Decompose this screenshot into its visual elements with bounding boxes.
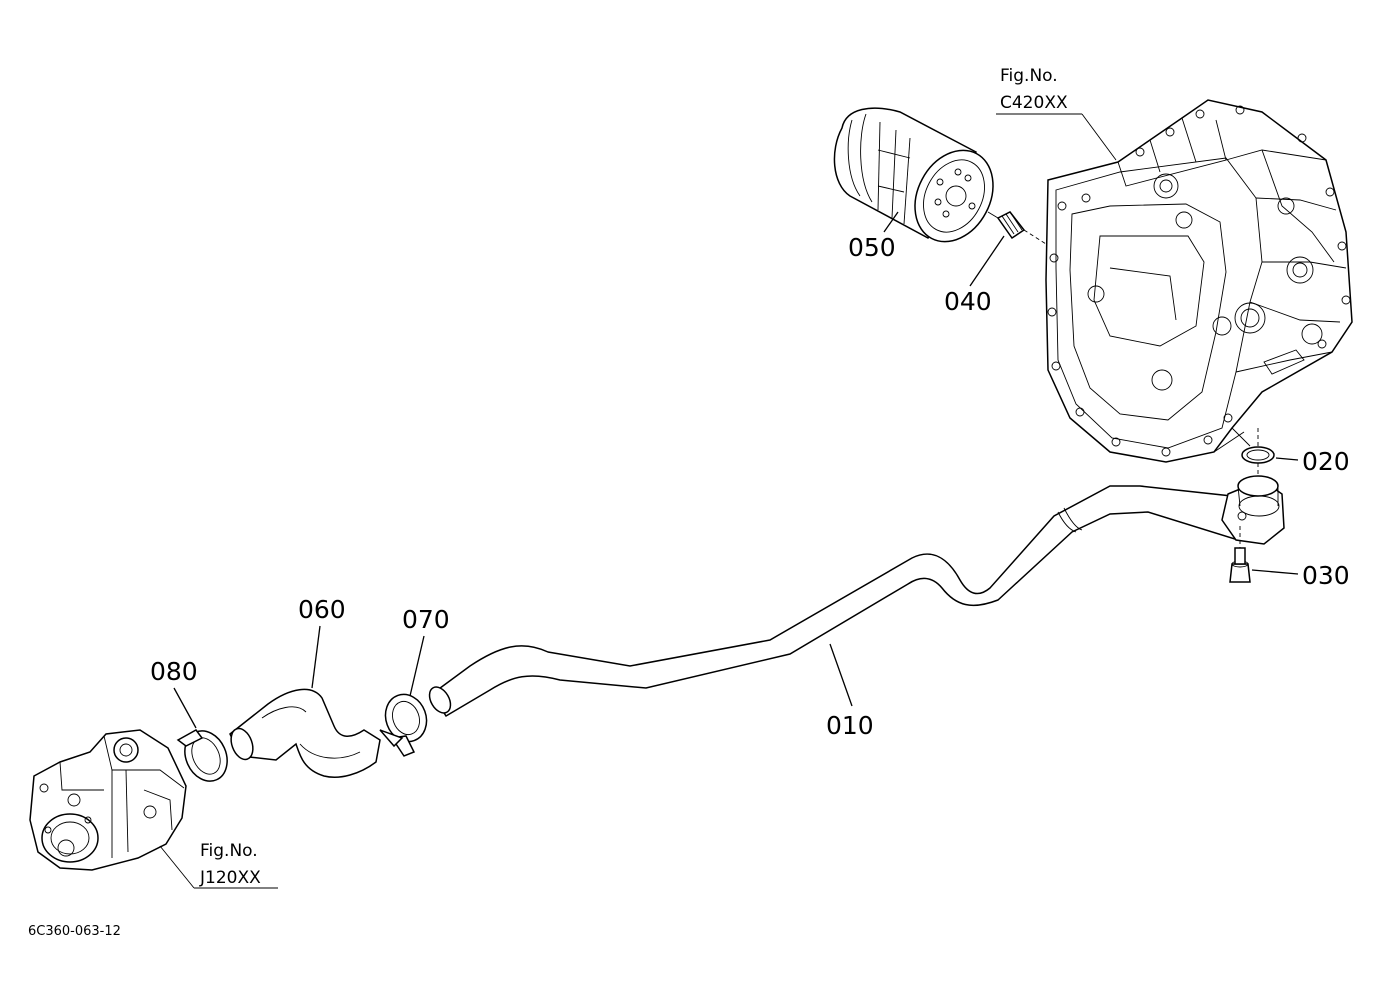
hydraulic-pump xyxy=(29,729,187,871)
callout-010[interactable]: 010 xyxy=(826,643,874,740)
callout-030-leader xyxy=(1251,569,1299,575)
transmission-case xyxy=(1045,99,1353,463)
fig-ref-transmission[interactable]: Fig.No. C420XX xyxy=(996,66,1117,161)
callout-030-label: 030 xyxy=(1302,561,1350,590)
callout-070[interactable]: 070 xyxy=(402,605,450,697)
hose-clamp-080-part xyxy=(176,729,228,782)
callout-050-label: 050 xyxy=(848,233,896,262)
callout-060-label: 060 xyxy=(298,595,346,624)
fig-ref-transmission-leader xyxy=(1081,113,1117,161)
callout-070-label: 070 xyxy=(402,605,450,634)
callout-040-label: 040 xyxy=(944,287,992,316)
hose-clamp-070-part xyxy=(379,693,428,757)
callout-080-label: 080 xyxy=(150,657,198,686)
callout-020-label: 020 xyxy=(1302,447,1350,476)
callout-080[interactable]: 080 xyxy=(150,657,198,729)
callout-050-leader xyxy=(883,211,899,233)
callout-060-leader xyxy=(311,625,321,689)
callout-040[interactable]: 040 xyxy=(944,235,1005,316)
callout-010-label: 010 xyxy=(826,711,874,740)
callout-030[interactable]: 030 xyxy=(1251,561,1350,590)
callout-050[interactable]: 050 xyxy=(848,211,899,262)
filter-nipple-part xyxy=(987,211,1047,245)
fig-ref-pump-leader xyxy=(159,845,195,889)
fig-ref-pump[interactable]: Fig.No. J120XX xyxy=(159,841,278,889)
callout-060[interactable]: 060 xyxy=(298,595,346,689)
suction-pipe-part xyxy=(428,475,1285,718)
callout-020-leader xyxy=(1275,457,1299,461)
oil-filter-part xyxy=(833,107,994,243)
fig-ref-pump-code: J120XX xyxy=(199,868,261,888)
callout-040-leader xyxy=(969,235,1005,287)
callout-070-leader xyxy=(409,635,425,697)
fig-ref-transmission-code: C420XX xyxy=(1000,93,1068,113)
callout-080-leader xyxy=(173,687,197,729)
o-ring-part xyxy=(1241,428,1275,476)
bolt-part xyxy=(1229,526,1251,583)
callout-020[interactable]: 020 xyxy=(1275,447,1350,476)
fig-ref-pump-label: Fig.No. xyxy=(200,841,258,861)
fig-ref-transmission-label: Fig.No. xyxy=(1000,66,1058,86)
callout-010-leader xyxy=(829,643,853,707)
drawing-code: 6C360-063-12 xyxy=(28,924,121,939)
rubber-hose-part xyxy=(229,688,381,778)
